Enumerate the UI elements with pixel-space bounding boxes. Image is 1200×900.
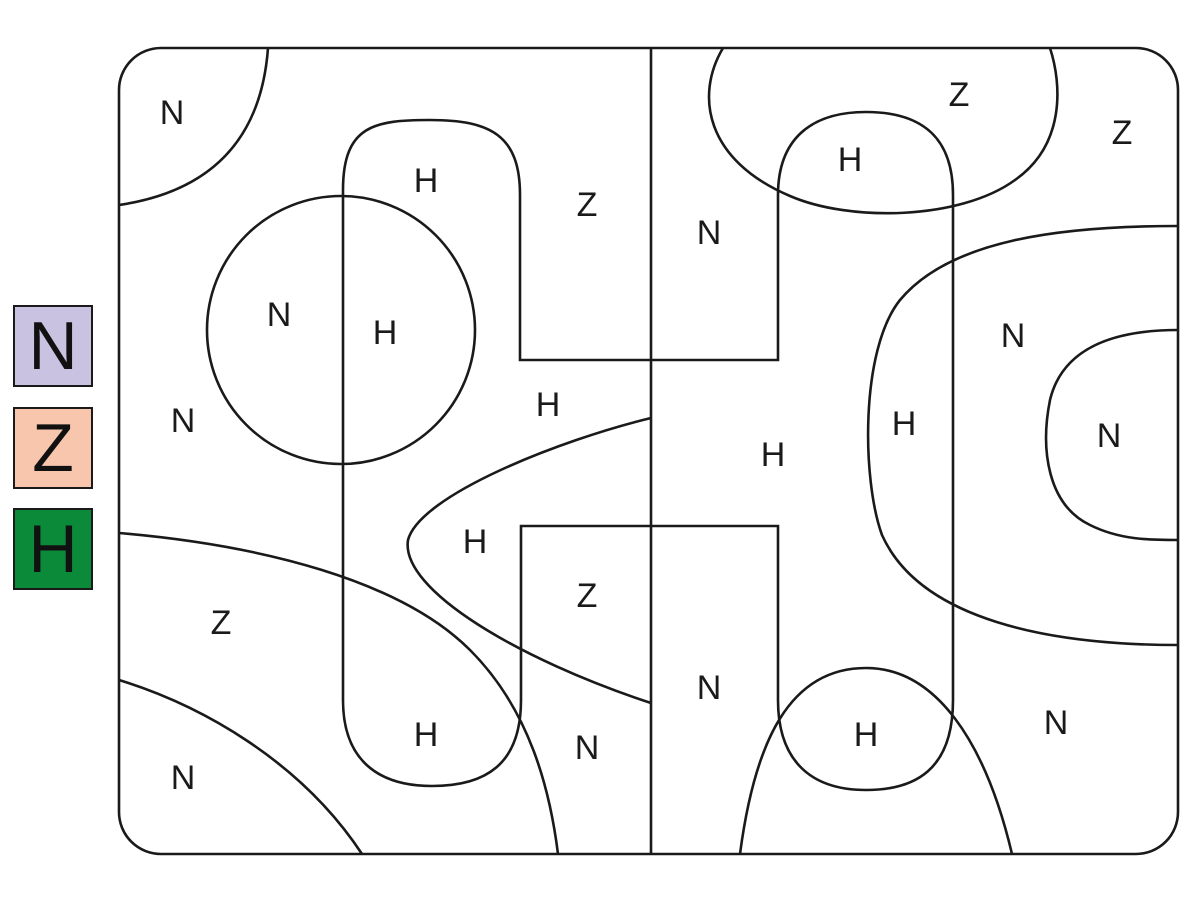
- puzzle-frame: [117, 46, 1180, 856]
- region-label[interactable]: N: [1001, 317, 1026, 355]
- region-label[interactable]: N: [697, 214, 722, 252]
- region-label[interactable]: N: [697, 669, 722, 707]
- left-circle: [205, 194, 477, 466]
- middle-parabola: [406, 416, 652, 705]
- region-label[interactable]: H: [414, 716, 439, 754]
- region-label[interactable]: H: [892, 405, 917, 443]
- region-label[interactable]: H: [761, 436, 786, 474]
- region-label[interactable]: Z: [211, 604, 232, 642]
- top-right-ellipse: [707, 47, 1059, 215]
- legend-swatch-h[interactable]: H: [13, 508, 93, 590]
- region-label[interactable]: Z: [577, 186, 598, 224]
- bottom-left-big-arc: [118, 531, 560, 855]
- region-label[interactable]: N: [1097, 417, 1122, 455]
- region-label[interactable]: N: [160, 94, 185, 132]
- region-label[interactable]: N: [267, 296, 292, 334]
- region-label[interactable]: N: [171, 402, 196, 440]
- right-outer-arc: [866, 224, 1179, 647]
- bottom-right-arch: [738, 666, 1014, 855]
- region-label[interactable]: H: [854, 716, 879, 754]
- right-inner-arc: [1044, 328, 1179, 542]
- region-label[interactable]: H: [838, 141, 863, 179]
- region-label[interactable]: H: [463, 523, 488, 561]
- region-label[interactable]: H: [414, 162, 439, 200]
- region-label[interactable]: Z: [949, 76, 970, 114]
- h-letter-shape: [341, 110, 955, 792]
- region-label[interactable]: Z: [1112, 114, 1133, 152]
- region-label[interactable]: N: [171, 759, 196, 797]
- top-left-arc: [118, 47, 270, 207]
- region-label[interactable]: H: [536, 386, 561, 424]
- region-label[interactable]: Z: [577, 577, 598, 615]
- region-label[interactable]: N: [1044, 704, 1069, 742]
- region-label[interactable]: H: [373, 314, 398, 352]
- bottom-left-small-arc: [118, 678, 364, 855]
- legend-swatch-n[interactable]: N: [13, 305, 93, 387]
- region-labels: N H Z N H Z Z H N H N N H H H N H N Z Z …: [160, 76, 1133, 797]
- puzzle-outlines: [117, 46, 1180, 856]
- legend-swatch-z[interactable]: Z: [13, 407, 93, 489]
- region-label[interactable]: N: [575, 729, 600, 767]
